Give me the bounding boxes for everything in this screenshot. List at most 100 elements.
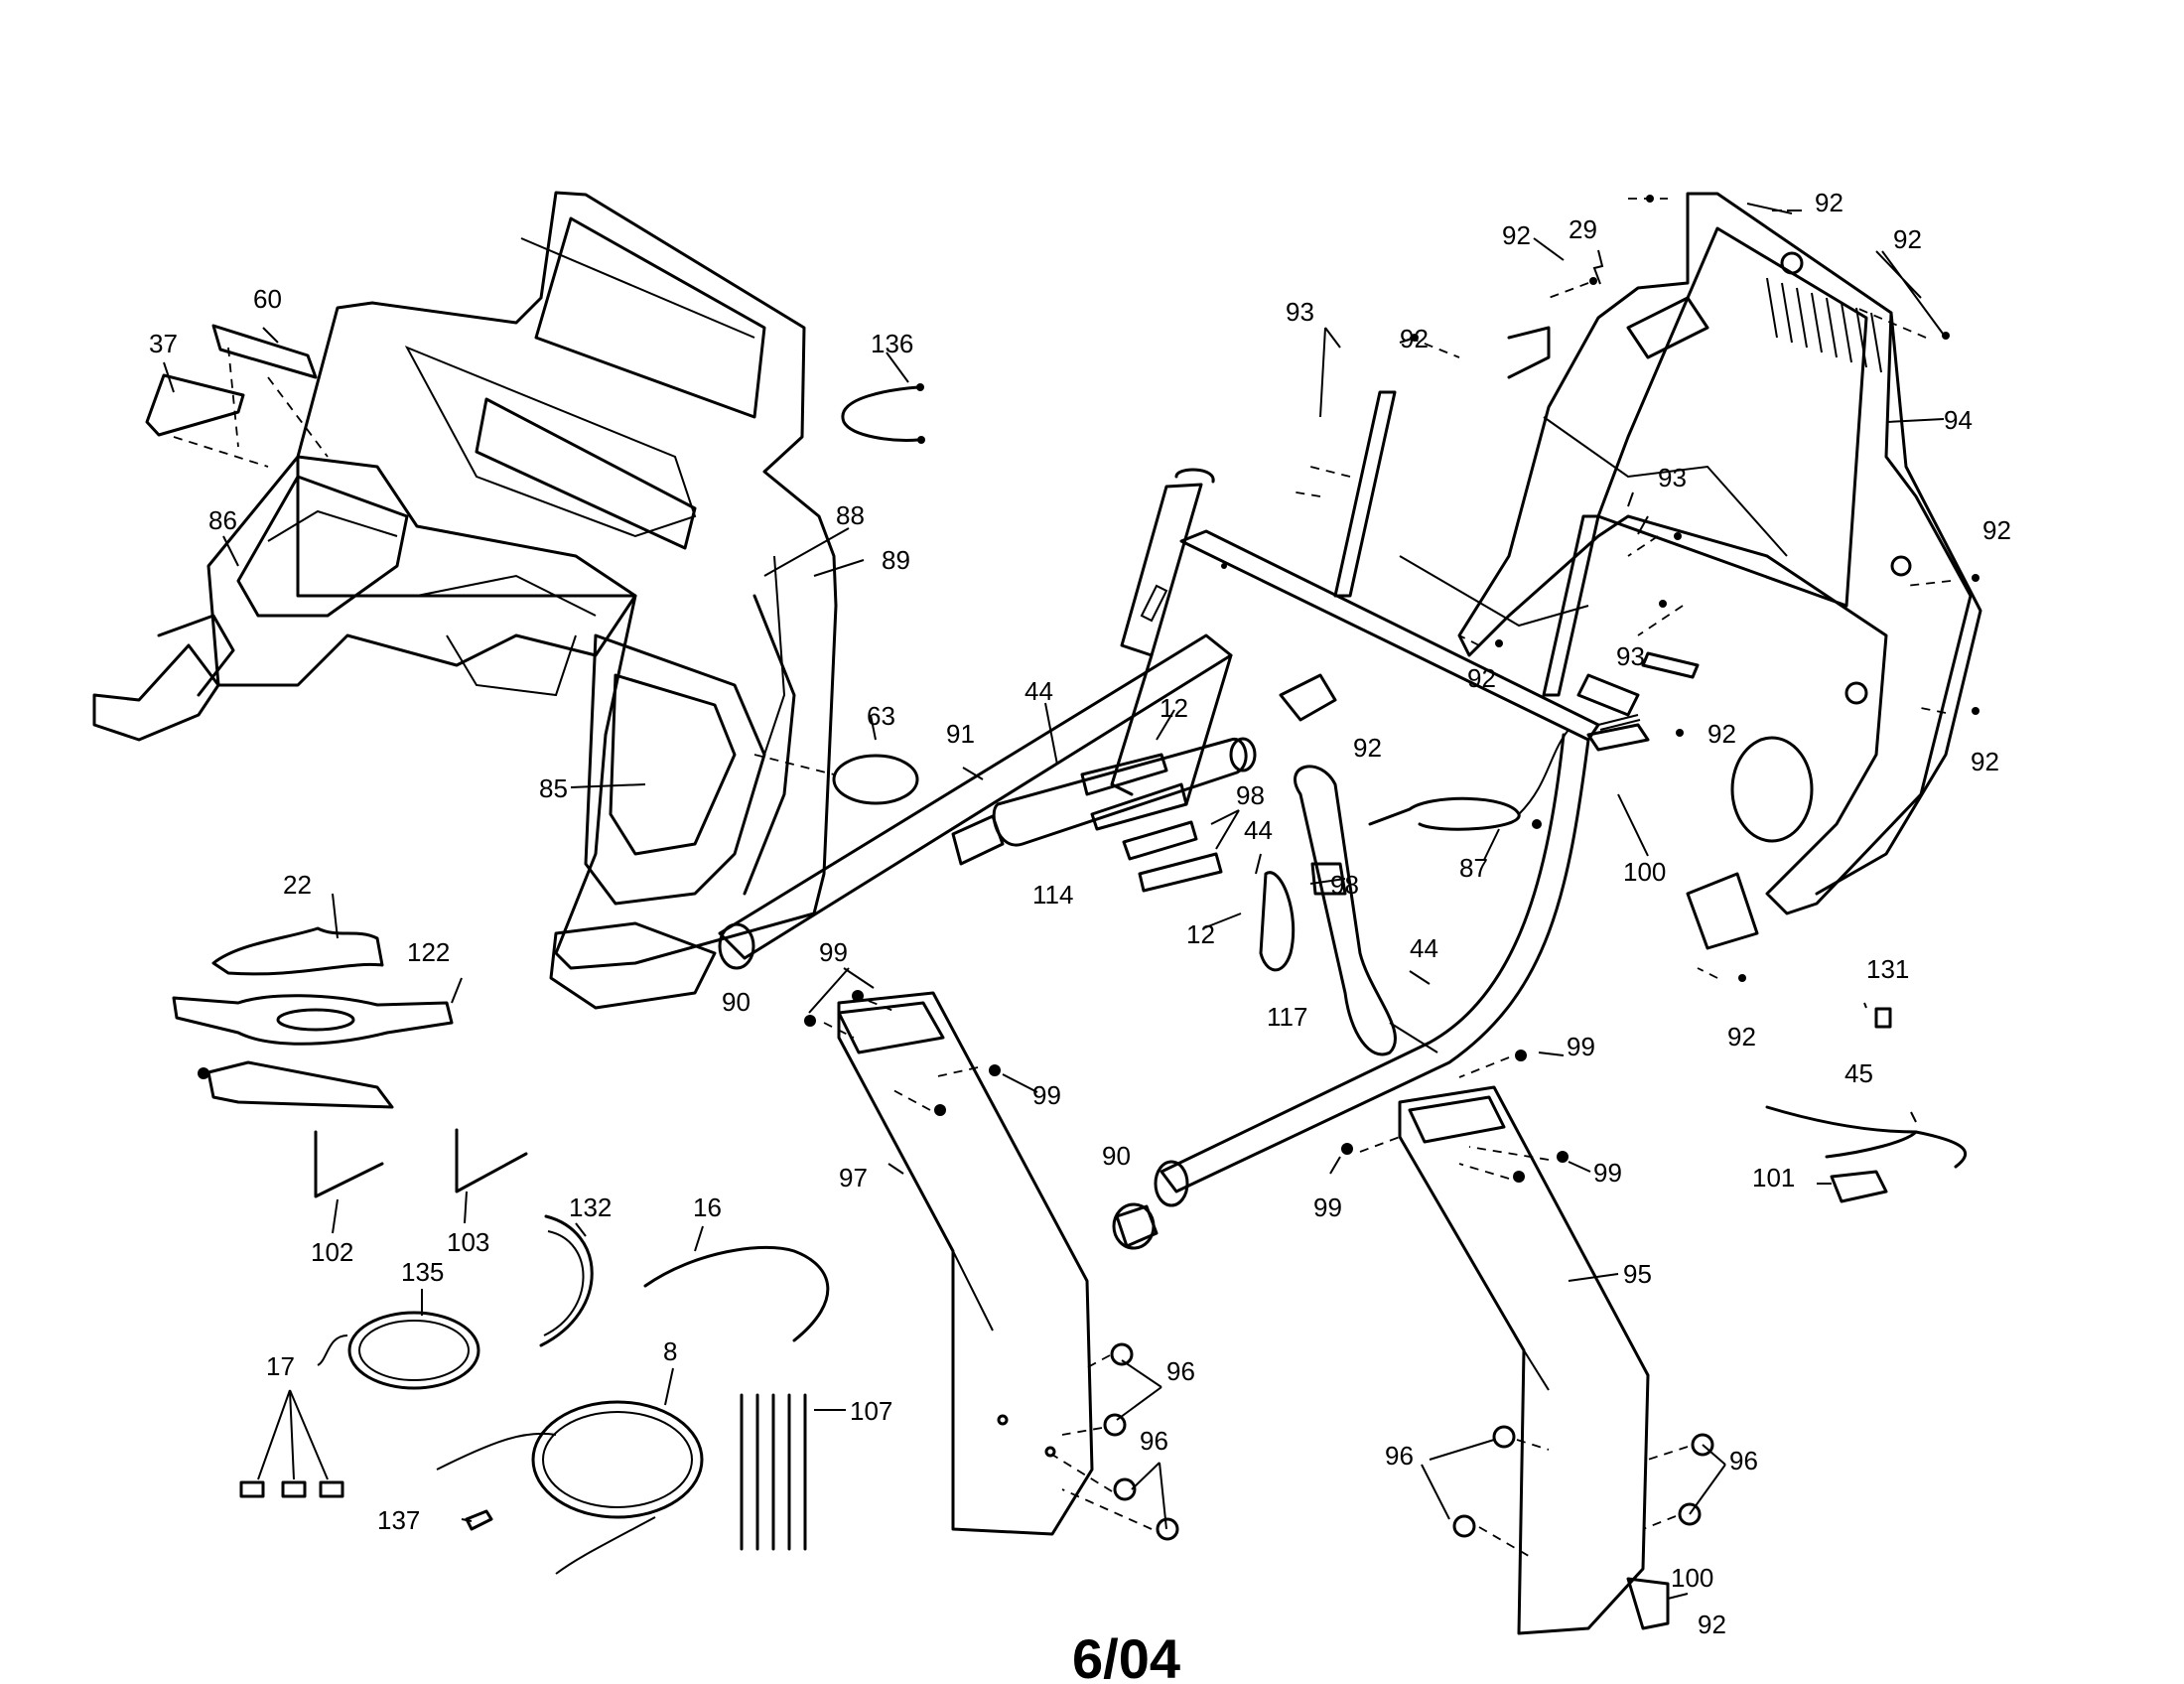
label-102: 102 — [311, 1237, 353, 1267]
part-labels: 92 92 29 92 93 92 94 93 92 93 92 92 92 9… — [149, 188, 2011, 1684]
part-8-coil — [531, 1400, 704, 1519]
label-136: 136 — [871, 329, 913, 358]
label-95: 95 — [1623, 1259, 1652, 1289]
label-92: 92 — [1707, 719, 1736, 749]
part-63-disk — [832, 754, 919, 805]
loose-parts — [172, 926, 1968, 1575]
label-91: 91 — [946, 719, 975, 749]
label-99: 99 — [1593, 1158, 1622, 1188]
label-96: 96 — [1140, 1426, 1168, 1456]
bolts — [804, 990, 1714, 1560]
left-upright-leg-97 — [837, 991, 1094, 1536]
label-16: 16 — [693, 1193, 722, 1222]
part-17-clip-c — [319, 1480, 344, 1498]
part-136-wire — [841, 385, 920, 442]
upright-frame — [718, 468, 1600, 1207]
label-12: 12 — [1160, 693, 1188, 723]
hood-assembly — [1279, 192, 1982, 950]
part-131-clip — [1874, 1007, 1892, 1029]
label-137: 137 — [377, 1505, 420, 1535]
part-29-spring — [1592, 249, 1604, 285]
hood-vents — [1766, 277, 1882, 373]
label-122: 122 — [407, 937, 450, 967]
part-137-connector — [465, 1509, 493, 1531]
part-135-coil — [347, 1311, 480, 1390]
part-122-strap — [172, 994, 454, 1046]
label-92: 92 — [1467, 663, 1496, 693]
label-101: 101 — [1752, 1163, 1795, 1193]
date-code: 6/04 — [1072, 1627, 1180, 1684]
label-103: 103 — [447, 1227, 489, 1257]
label-44: 44 — [1244, 815, 1273, 845]
label-114: 114 — [1032, 880, 1073, 910]
label-92: 92 — [1727, 1022, 1756, 1052]
console-assembly — [92, 191, 838, 1010]
overlay-and-trim-parts — [145, 324, 925, 805]
label-12: 12 — [1186, 919, 1215, 949]
label-92: 92 — [1971, 747, 1999, 776]
label-87: 87 — [1459, 853, 1488, 883]
screws-92 — [1411, 195, 1979, 982]
label-96: 96 — [1166, 1356, 1195, 1386]
label-96: 96 — [1385, 1441, 1414, 1471]
label-97: 97 — [839, 1163, 868, 1193]
part-102-key — [314, 1130, 384, 1198]
part-103-key — [455, 1128, 528, 1193]
label-37: 37 — [149, 329, 178, 358]
part-60-trim — [211, 324, 318, 379]
label-29: 29 — [1569, 214, 1597, 244]
part-17-clip-b — [281, 1480, 307, 1498]
label-100: 100 — [1623, 857, 1666, 887]
label-44: 44 — [1410, 933, 1438, 963]
part-45-wire — [1765, 1105, 1968, 1169]
label-92: 92 — [1815, 188, 1843, 217]
label-132: 132 — [569, 1193, 612, 1222]
part-17-clip-a — [239, 1480, 265, 1498]
label-44: 44 — [1024, 676, 1053, 706]
label-60: 60 — [253, 284, 282, 314]
part-16-cable — [643, 1245, 830, 1342]
part-37-cover — [145, 373, 245, 437]
label-92: 92 — [1400, 324, 1429, 353]
label-63: 63 — [867, 701, 895, 731]
part-101-connector — [1830, 1170, 1888, 1203]
label-92: 92 — [1502, 220, 1531, 250]
label-94: 94 — [1944, 405, 1973, 435]
label-117: 117 — [1267, 1002, 1307, 1032]
label-98: 98 — [1330, 870, 1359, 900]
label-93: 93 — [1616, 641, 1645, 671]
label-99: 99 — [1567, 1032, 1595, 1061]
label-98: 98 — [1236, 780, 1265, 810]
label-90: 90 — [722, 987, 751, 1017]
label-92: 92 — [1698, 1610, 1726, 1639]
label-85: 85 — [539, 773, 568, 803]
label-93: 93 — [1286, 297, 1314, 327]
right-upright-leg-95 — [1398, 1085, 1670, 1635]
label-96: 96 — [1729, 1446, 1758, 1475]
label-99: 99 — [1313, 1193, 1342, 1222]
label-17: 17 — [266, 1351, 295, 1381]
label-86: 86 — [208, 505, 237, 535]
label-45: 45 — [1844, 1058, 1873, 1088]
label-92: 92 — [1893, 224, 1922, 254]
label-107: 107 — [850, 1396, 892, 1426]
label-92: 92 — [1982, 515, 2011, 545]
label-135: 135 — [401, 1257, 444, 1287]
label-99: 99 — [819, 937, 848, 967]
label-22: 22 — [283, 870, 312, 900]
leader-lines — [163, 203, 1947, 1600]
label-88: 88 — [836, 500, 865, 530]
part-132-bundle — [539, 1214, 594, 1347]
label-8: 8 — [663, 1336, 677, 1366]
part-87-wire — [1368, 796, 1521, 831]
label-90: 90 — [1102, 1141, 1131, 1171]
label-131: 131 — [1866, 954, 1909, 984]
part-107-ties — [740, 1393, 807, 1551]
label-93: 93 — [1658, 463, 1687, 492]
label-99: 99 — [1032, 1080, 1061, 1110]
part-22-clip — [211, 926, 384, 976]
label-100: 100 — [1671, 1563, 1713, 1593]
label-89: 89 — [882, 545, 910, 575]
label-92: 92 — [1353, 733, 1382, 763]
